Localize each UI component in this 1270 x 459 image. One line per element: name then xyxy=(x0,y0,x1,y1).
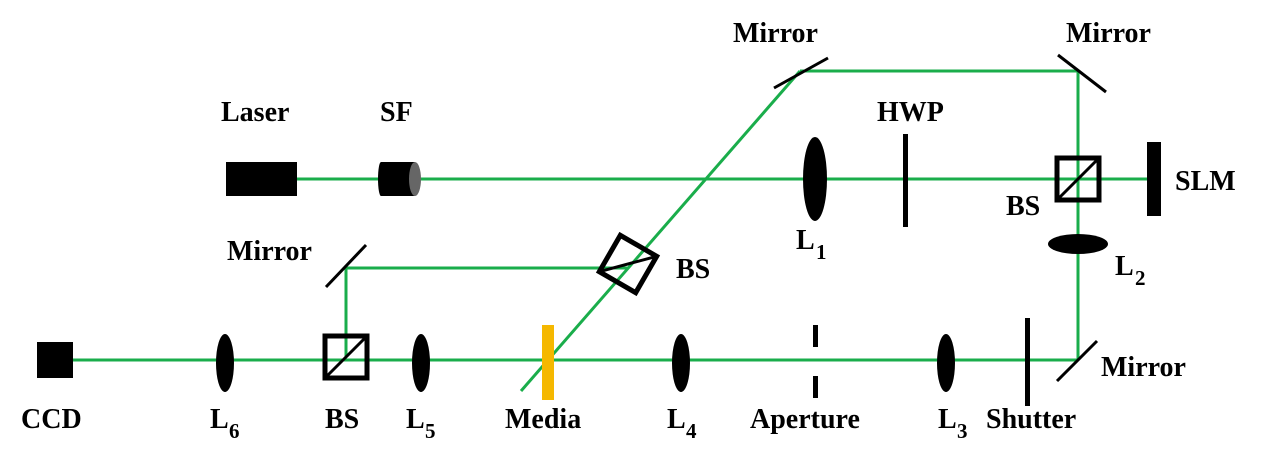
label-l1-sub: 1 xyxy=(816,240,827,264)
label-l4-sub: 4 xyxy=(686,419,697,443)
label-l3-sub: 3 xyxy=(957,419,968,443)
beam-splitter-middle xyxy=(595,231,661,297)
media-sample xyxy=(542,325,554,400)
label-aperture: Aperture xyxy=(750,404,860,435)
label-bs-middle: BS xyxy=(676,254,710,285)
label-slm: SLM xyxy=(1175,166,1236,197)
aperture xyxy=(813,325,818,398)
lens-l6 xyxy=(216,334,234,392)
label-mirror-left: Mirror xyxy=(227,236,312,267)
label-ccd: CCD xyxy=(21,404,82,435)
label-l5-sub: 5 xyxy=(425,419,436,443)
slm-panel xyxy=(1147,142,1161,216)
lens-l1 xyxy=(803,137,827,221)
label-l1: L xyxy=(796,225,815,256)
laser-body xyxy=(226,162,297,196)
ccd-sensor xyxy=(37,342,73,378)
label-l2: L xyxy=(1115,251,1134,282)
label-shutter: Shutter xyxy=(986,404,1076,435)
label-l6-sub: 6 xyxy=(229,419,240,443)
lens-l3 xyxy=(937,334,955,392)
mirror-top-left xyxy=(773,56,829,90)
label-sf: SF xyxy=(380,97,413,128)
beam-diagonal xyxy=(519,70,802,392)
label-mirror-top-left: Mirror xyxy=(733,18,818,49)
label-l6: L xyxy=(210,404,229,435)
label-l2-sub: 2 xyxy=(1135,266,1146,290)
label-bs-left: BS xyxy=(325,404,359,435)
lens-l5 xyxy=(412,334,430,392)
label-bs-right: BS xyxy=(1006,191,1040,222)
mirror-left xyxy=(324,243,368,289)
label-mirror-top-right: Mirror xyxy=(1066,18,1151,49)
spatial-filter xyxy=(378,162,421,196)
lens-l4 xyxy=(672,334,690,392)
label-media: Media xyxy=(505,404,581,435)
beam-paths xyxy=(72,69,1148,392)
mirror-bottom-right xyxy=(1055,339,1099,383)
label-mirror-bottom-right: Mirror xyxy=(1101,352,1186,383)
label-l5: L xyxy=(406,404,425,435)
lens-l2 xyxy=(1048,234,1108,254)
label-laser: Laser xyxy=(221,97,289,128)
mirror-top-right xyxy=(1057,53,1107,94)
beam-splitter-left xyxy=(322,333,370,381)
label-l3: L xyxy=(938,404,957,435)
labels: Laser SF HWP SLM Mirror Mirror Mirror Mi… xyxy=(21,18,1236,443)
half-wave-plate xyxy=(903,134,908,227)
label-l4: L xyxy=(667,404,686,435)
shutter-plate xyxy=(1025,318,1030,406)
label-hwp: HWP xyxy=(877,97,944,128)
beam-splitter-right xyxy=(1054,155,1102,203)
